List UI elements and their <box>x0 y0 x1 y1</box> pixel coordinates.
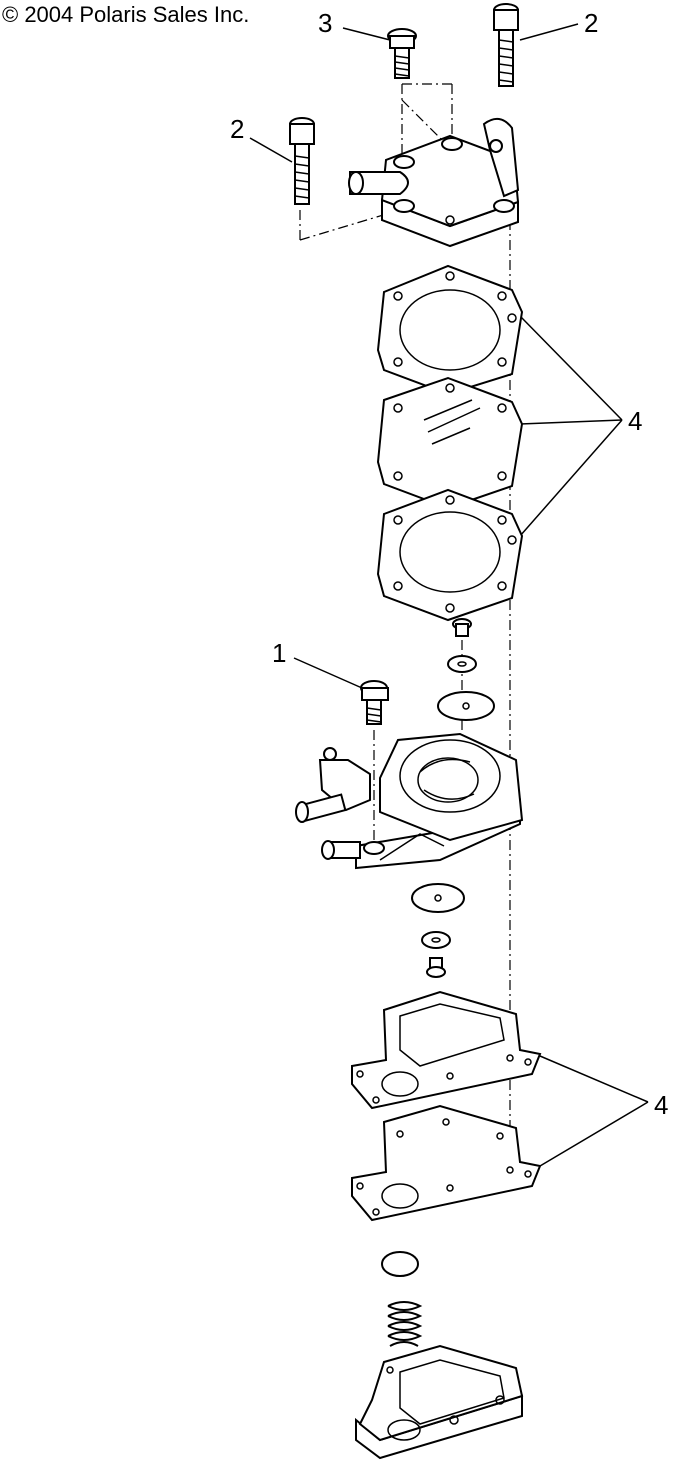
diaphragm-4 <box>376 376 524 510</box>
screw-2-top-icon <box>493 3 519 87</box>
pump-body-middle <box>295 732 524 870</box>
spring-and-cap <box>381 1251 423 1347</box>
gasket-4-b <box>376 488 524 622</box>
gasket-4-d <box>351 1104 542 1222</box>
callout-4-upper: 4 <box>628 406 643 436</box>
copyright-notice: © 2004 Polaris Sales Inc. <box>2 2 250 27</box>
valve-assembly-upper <box>437 618 495 721</box>
screw-2-left-icon <box>289 117 315 205</box>
screw-3-icon <box>387 28 417 79</box>
callout-3: 3 <box>318 8 333 38</box>
pump-base-plate <box>355 1344 524 1460</box>
callout-1: 1 <box>272 638 287 668</box>
screw-1-icon <box>360 680 389 725</box>
callout-4-lower: 4 <box>654 1090 669 1120</box>
pump-cover-top <box>348 117 520 248</box>
valve-assembly-lower <box>411 883 465 978</box>
callout-2-top: 2 <box>584 8 599 38</box>
callout-2-left: 2 <box>230 114 245 144</box>
gasket-4-c <box>351 990 542 1110</box>
gasket-4-a <box>376 264 524 396</box>
leader-lines <box>249 23 649 1167</box>
